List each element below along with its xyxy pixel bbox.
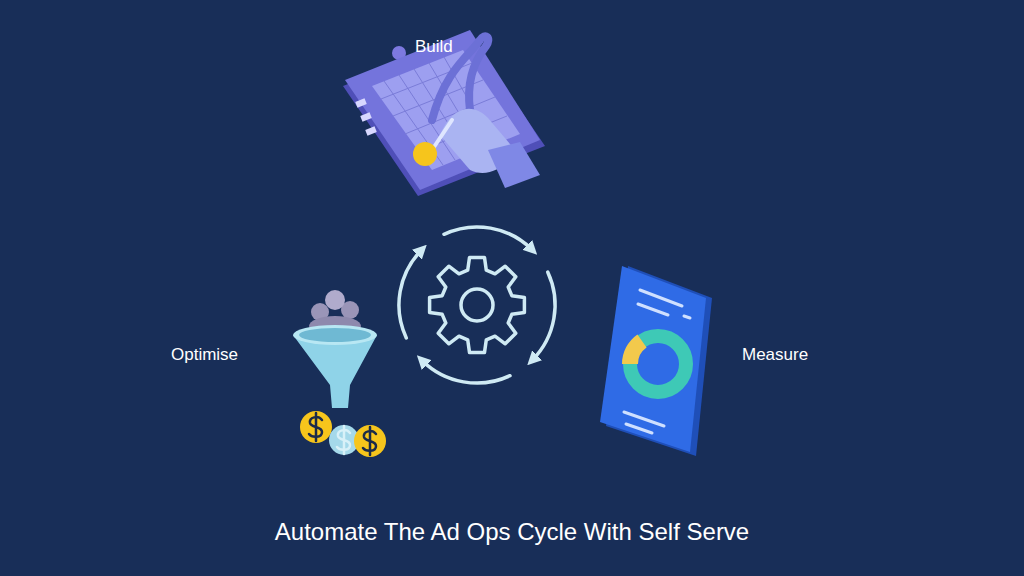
pen bbox=[432, 120, 452, 150]
optimise-label: Optimise bbox=[171, 345, 238, 365]
dollar-sign bbox=[363, 427, 376, 455]
donut-chart bbox=[630, 336, 686, 392]
tablet-illustration bbox=[343, 30, 545, 196]
text-line bbox=[626, 424, 652, 433]
cuff bbox=[488, 142, 540, 188]
text-line bbox=[684, 316, 690, 318]
coin bbox=[354, 425, 386, 457]
dollar-sign bbox=[337, 426, 350, 454]
funnel-rim bbox=[293, 325, 377, 345]
gear-hub bbox=[461, 289, 493, 321]
coin bbox=[300, 411, 332, 443]
text-line bbox=[638, 304, 668, 315]
measure-label: Measure bbox=[742, 345, 808, 365]
tool-icon bbox=[365, 126, 377, 135]
coin-face bbox=[300, 411, 332, 443]
funnel bbox=[293, 335, 377, 408]
text-line bbox=[640, 290, 682, 306]
funnel-illustration bbox=[293, 290, 386, 457]
coin-face bbox=[354, 425, 386, 457]
build-label: Build bbox=[415, 37, 453, 57]
tool-icon bbox=[360, 112, 372, 121]
gear bbox=[430, 258, 525, 353]
person bbox=[325, 290, 345, 310]
cycle-arrow bbox=[444, 227, 532, 250]
funnel-opening bbox=[299, 328, 371, 342]
tool-icon bbox=[355, 98, 367, 107]
donut-segment bbox=[630, 341, 642, 364]
dollar-sign bbox=[309, 413, 322, 441]
yellow-dot bbox=[413, 142, 437, 166]
cycle-arrows bbox=[399, 227, 555, 383]
diagram-title: Automate The Ad Ops Cycle With Self Serv… bbox=[0, 518, 1024, 547]
cycle-arrow bbox=[422, 360, 510, 383]
tablet-face bbox=[345, 30, 540, 190]
phone-illustration bbox=[600, 266, 712, 456]
phone-body bbox=[600, 266, 706, 452]
cycle-arrow bbox=[399, 250, 422, 338]
gear-outline bbox=[430, 258, 525, 353]
cycle-arrow bbox=[532, 272, 555, 360]
